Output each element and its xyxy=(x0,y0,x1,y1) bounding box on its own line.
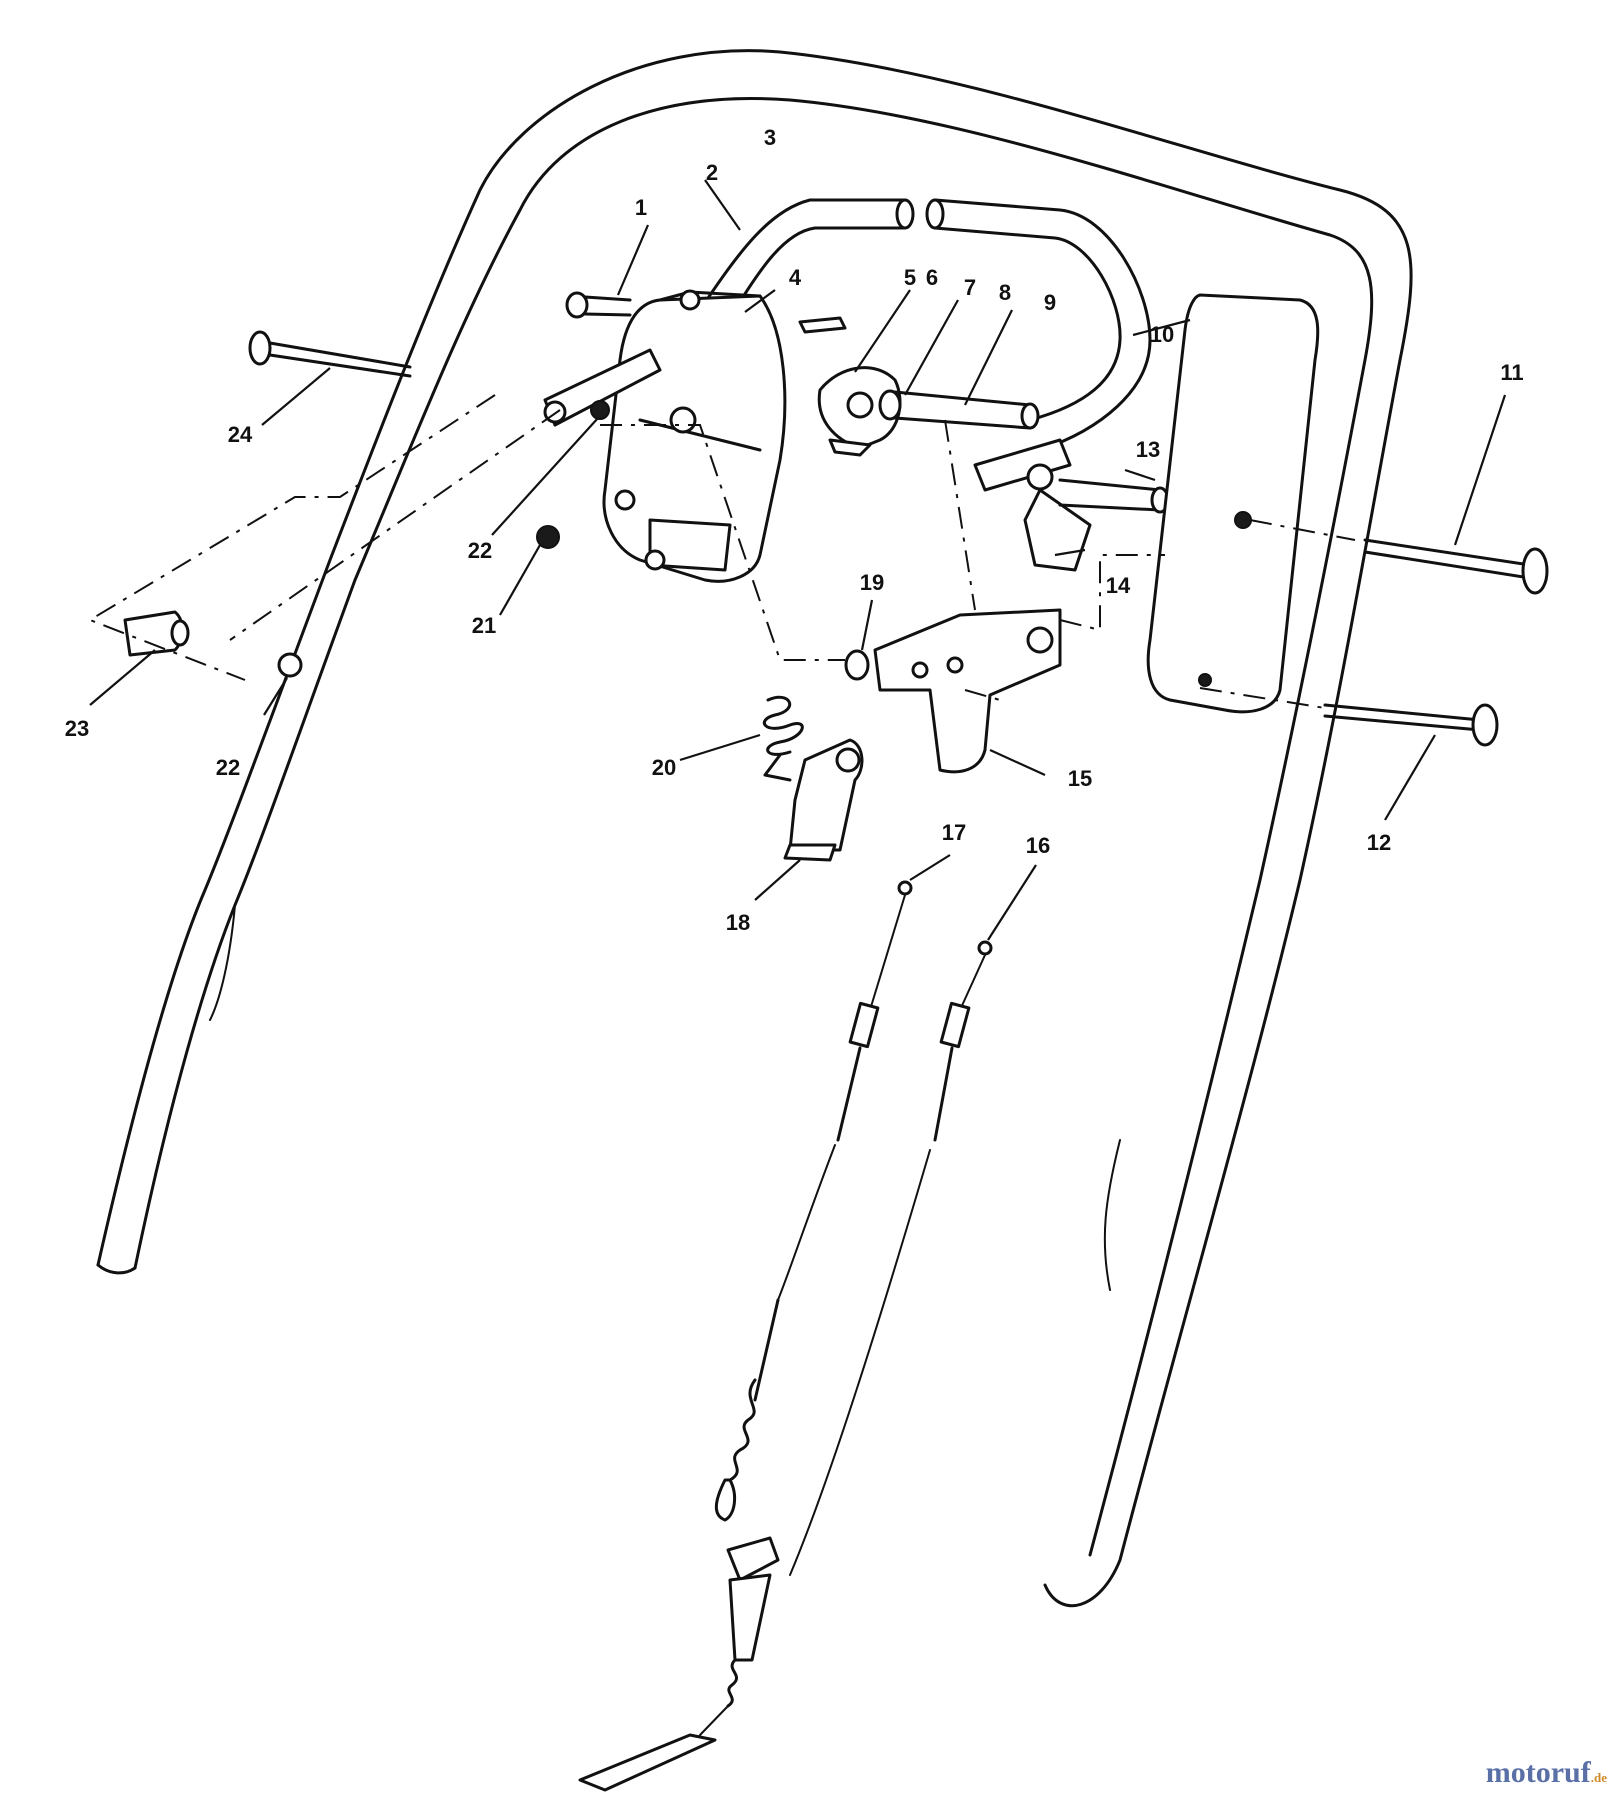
callout-17: 17 xyxy=(942,820,966,845)
callout-4: 4 xyxy=(789,265,802,290)
callout-6: 6 xyxy=(926,265,938,290)
callout-3: 3 xyxy=(764,125,776,150)
carriage-bolt-24 xyxy=(248,330,412,378)
lever-14 xyxy=(973,438,1170,572)
callout-24: 24 xyxy=(228,422,253,447)
callout-22-lower: 22 xyxy=(216,755,240,780)
cam-6 xyxy=(817,366,902,457)
callout-22-upper: 22 xyxy=(468,538,492,563)
callout-9: 9 xyxy=(1044,290,1056,315)
watermark-main: motoruf xyxy=(1485,1756,1591,1789)
callout-8: 8 xyxy=(999,280,1011,305)
nut-21 xyxy=(536,525,560,549)
bolt-12 xyxy=(1323,703,1499,747)
callout-19: 19 xyxy=(860,570,884,595)
bolt-11 xyxy=(1363,538,1549,595)
watermark-logo: motoruf.de xyxy=(1486,1756,1607,1790)
callout-14: 14 xyxy=(1106,573,1131,598)
callout-11: 11 xyxy=(1500,360,1523,385)
callout-23: 23 xyxy=(65,716,89,741)
leader-lines xyxy=(89,179,1507,941)
shaft-8-9 xyxy=(878,389,1040,430)
link-plate xyxy=(543,348,662,427)
washer-19 xyxy=(844,649,870,681)
spacer-23 xyxy=(123,610,190,657)
callout-12: 12 xyxy=(1367,830,1391,855)
nut-22-lower xyxy=(277,652,303,678)
callout-20: 20 xyxy=(652,755,676,780)
callout-5: 5 xyxy=(904,265,916,290)
cable-16 xyxy=(578,940,993,1792)
callout-15: 15 xyxy=(1068,766,1092,791)
washer-4 xyxy=(798,316,847,334)
bolt-1 xyxy=(565,291,632,319)
handle-tube xyxy=(96,49,1413,1608)
cover-10 xyxy=(1146,293,1320,714)
lever-18 xyxy=(783,738,864,862)
spring-20 xyxy=(762,695,804,782)
callout-numbers: 1 2 3 4 5 6 7 8 9 10 11 12 13 14 15 16 1… xyxy=(65,125,1524,935)
callout-7: 7 xyxy=(964,275,976,300)
callout-13: 13 xyxy=(1136,437,1160,462)
callout-21: 21 xyxy=(472,613,496,638)
callout-16: 16 xyxy=(1026,833,1050,858)
control-housing xyxy=(602,289,787,583)
callout-2: 2 xyxy=(706,160,718,185)
cable-17 xyxy=(714,880,913,1522)
callout-18: 18 xyxy=(726,910,750,935)
callout-10: 10 xyxy=(1150,322,1174,347)
watermark-tld: .de xyxy=(1590,1770,1607,1785)
callout-1: 1 xyxy=(635,195,647,220)
alignment-lines xyxy=(87,394,1356,709)
